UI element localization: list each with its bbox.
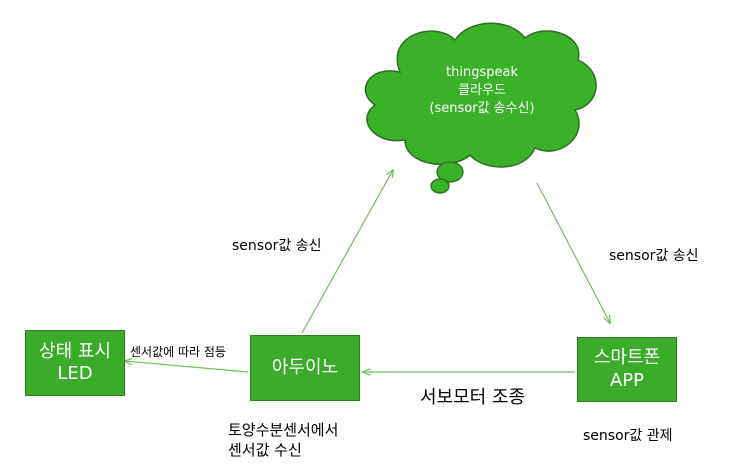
- caption-phone: sensor값 관제: [583, 428, 673, 444]
- cloud-label: thingspeak 클라우드 (sensor값 송수신): [372, 64, 592, 118]
- smartphone-line2: APP: [609, 369, 645, 391]
- cloud-label-line2: 클라우드: [458, 83, 506, 98]
- smartphone-line1: 스마트폰: [593, 347, 661, 368]
- cloud-label-line3: (sensor값 송수신): [429, 101, 535, 116]
- cloud-bubbles: [430, 161, 464, 194]
- status-led-line2: LED: [57, 363, 93, 384]
- arrow-arduino-to-cloud: [301, 170, 393, 334]
- arrow-cloud-to-phone: [536, 182, 610, 323]
- arduino-node: 아두이노: [250, 335, 360, 401]
- label-phone-to-arduino: 서보모터 조종: [420, 387, 526, 408]
- smartphone-app-node: 스마트폰 APP: [577, 337, 677, 402]
- status-led-line1: 상태 표시: [39, 340, 111, 362]
- caption-arduino-line2: 센서값 수신: [228, 441, 302, 459]
- label-arduino-to-cloud: sensor값 송신: [232, 238, 322, 254]
- caption-arduino-line1: 토양수분센서에서: [228, 421, 339, 439]
- arrow-arduino-to-led: [125, 361, 249, 373]
- arduino-line1: 아두이노: [271, 356, 339, 378]
- status-led-node: 상태 표시 LED: [25, 330, 125, 396]
- cloud-shape: [364, 22, 597, 168]
- caption-arduino: 토양수분센서에서 센서값 수신: [228, 420, 338, 460]
- label-cloud-to-phone: sensor값 송신: [609, 248, 699, 264]
- cloud-label-line1: thingspeak: [446, 65, 518, 80]
- label-arduino-to-led: 센서값에 따라 점등: [130, 345, 226, 359]
